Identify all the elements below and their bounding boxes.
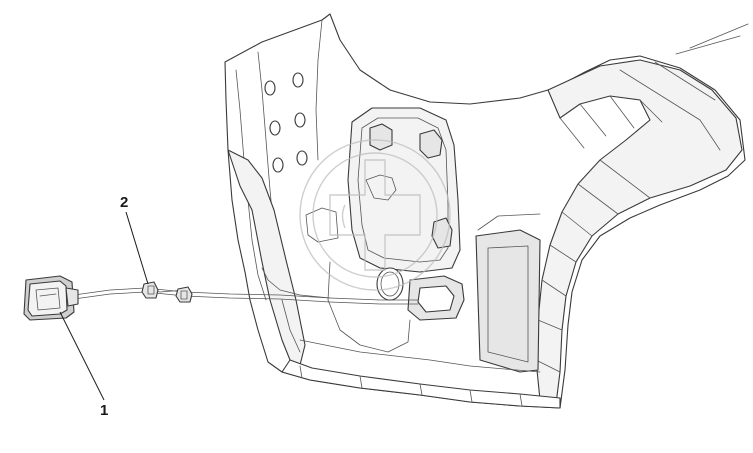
callout-2: 2 — [120, 194, 128, 211]
leader-line-1 — [59, 311, 105, 401]
callout-1: 1 — [100, 402, 108, 419]
wire-connector-clip — [141, 281, 159, 299]
wire-clip — [175, 286, 193, 303]
watermark-logo — [299, 139, 451, 291]
sill-edge — [281, 339, 561, 409]
body-panel — [224, 13, 746, 409]
lamp-mount-recess — [305, 107, 465, 353]
side-marker-lamp — [23, 275, 79, 321]
wheel-arch — [475, 23, 749, 405]
leader-line-2 — [125, 211, 149, 285]
mounting-holes — [264, 72, 308, 173]
